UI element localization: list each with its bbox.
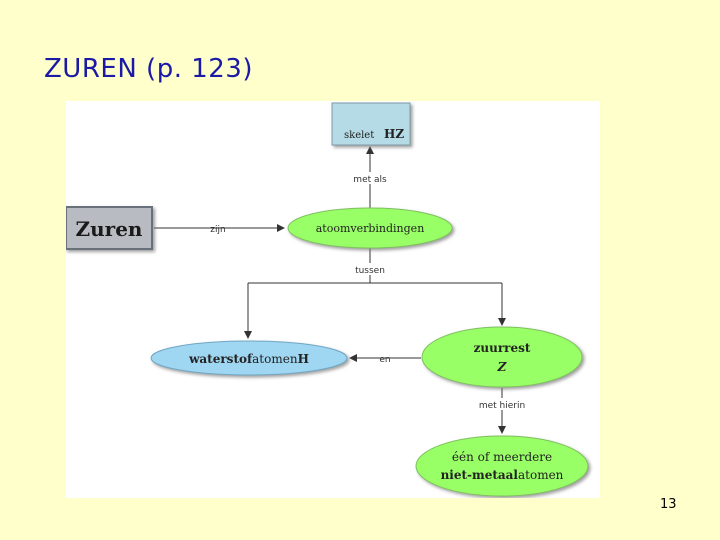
node-waterstofatomen: waterstofatomenH [150,340,348,376]
edge-label-tussen: tussen [355,266,385,276]
svg-text:niet-metaalatomen: niet-metaalatomen [441,468,564,482]
node-skelet: skelet HZ [331,102,411,146]
edge-label-zijn: zijn [210,225,225,235]
concept-map: zijn met als tussen en met hierin skelet… [65,102,589,497]
concept-map-canvas: zijn met als tussen en met hierin skelet… [65,101,600,498]
svg-text:HZ: HZ [384,127,404,141]
svg-text:waterstofatomenH: waterstofatomenH [188,352,309,366]
svg-text:zuurrest: zuurrest [474,341,531,355]
node-atoomverbindingen: atoomverbindingen [287,207,453,249]
slide-title: ZUREN (p. 123) [44,54,253,84]
svg-text:Z: Z [497,360,508,374]
svg-text:Zuren: Zuren [76,217,143,241]
node-zuurrest: zuurrest Z [421,326,583,388]
node-niet-metaal-atomen: één of meerdere niet-metaalatomen [415,435,589,497]
edge-label-met-hierin: met hierin [479,401,525,411]
page-number: 13 [660,497,677,512]
node-zuren: Zuren [65,206,153,250]
svg-text:atoomverbindingen: atoomverbindingen [316,222,425,235]
svg-text:één of meerdere: één of meerdere [452,450,552,464]
edge-label-met-als: met als [353,175,387,185]
svg-text:skelet: skelet [344,130,374,141]
edge-label-en: en [379,355,390,365]
